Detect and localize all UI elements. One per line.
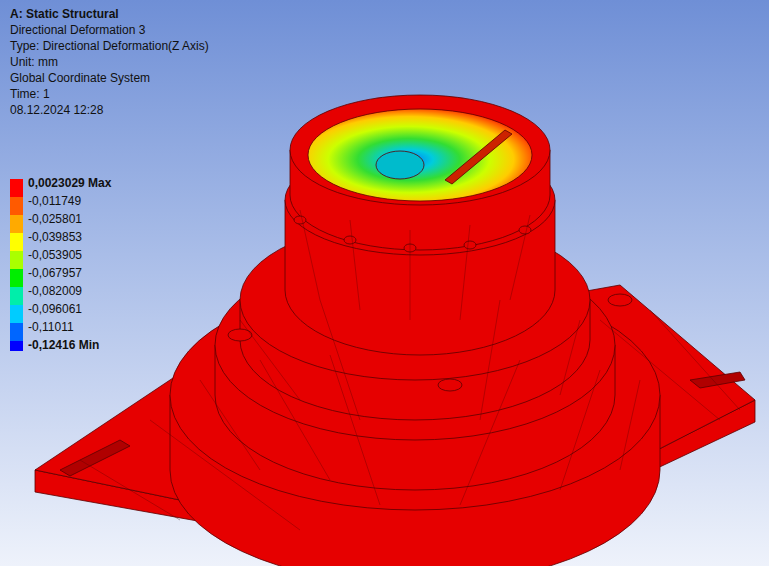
legend-value: -0,11011: [28, 320, 74, 334]
legend-swatch: [10, 251, 23, 269]
legend-value: -0,082009: [28, 284, 82, 298]
legend-swatch: [10, 323, 23, 341]
result-info: Directional Deformation 3: [10, 23, 145, 37]
legend-swatch: [10, 341, 23, 351]
result-info: 08.12.2024 12:28: [10, 103, 103, 117]
legend-value: -0,025801: [28, 212, 82, 226]
legend-value: -0,053905: [28, 248, 82, 262]
result-info: Type: Directional Deformation(Z Axis): [10, 39, 209, 53]
result-info: Global Coordinate System: [10, 71, 150, 85]
legend-value: 0,0023029 Max: [28, 176, 111, 190]
result-info: Time: 1: [10, 87, 50, 101]
result-title: A: Static Structural: [10, 7, 119, 21]
legend-value: -0,067957: [28, 266, 82, 280]
legend-swatch: [10, 197, 23, 215]
legend-swatch: [10, 215, 23, 233]
legend-swatch: [10, 305, 23, 323]
legend-swatch: [10, 287, 23, 305]
legend-swatch: [10, 269, 23, 287]
legend-swatch: [10, 233, 23, 251]
legend-value: -0,096061: [28, 302, 82, 316]
result-info: Unit: mm: [10, 55, 58, 69]
legend-value: -0,12416 Min: [28, 338, 99, 352]
legend-value: -0,011749: [28, 194, 81, 208]
legend-swatch: [10, 179, 23, 197]
legend-value: -0,039853: [28, 230, 82, 244]
